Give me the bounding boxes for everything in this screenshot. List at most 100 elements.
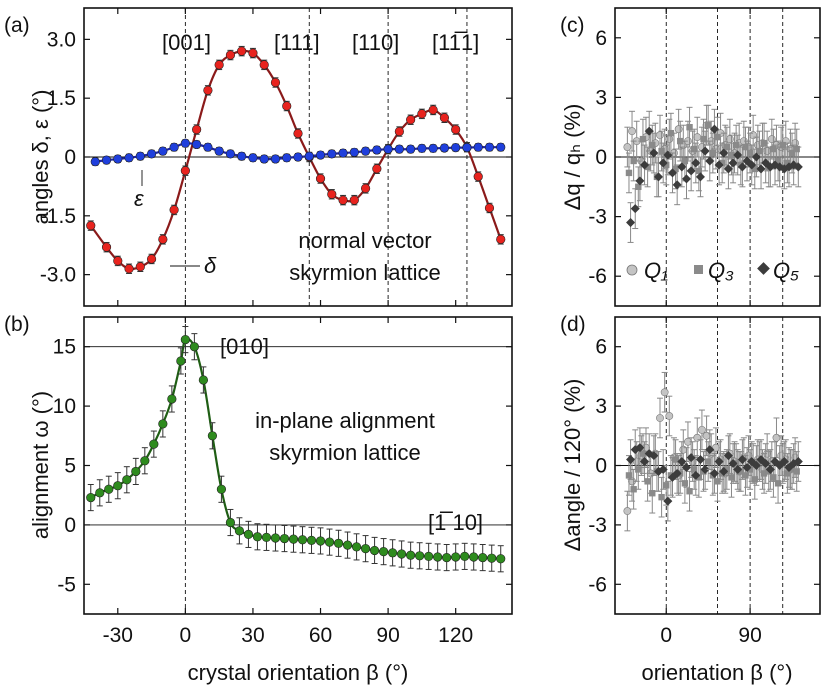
omega-point xyxy=(442,552,452,563)
delta-point xyxy=(203,85,213,95)
annotation-skyrmion-lattice-b: skyrmion lattice xyxy=(269,440,421,465)
panel-d-q3-point xyxy=(625,472,633,479)
panel-d-ytick-label: -6 xyxy=(588,573,607,596)
omega-point xyxy=(469,552,479,562)
panel-d-q3-point xyxy=(686,488,693,495)
omega-point xyxy=(86,492,96,503)
omega-point xyxy=(180,334,190,345)
omega-point xyxy=(324,537,335,547)
panel-d-q5-point xyxy=(672,468,682,478)
legend-q3-label: Q₃ xyxy=(708,258,734,283)
omega-point xyxy=(496,554,506,564)
epsilon-point xyxy=(315,150,326,160)
panel-a-ylabel: angles δ, ε (°) xyxy=(28,90,53,225)
delta-point xyxy=(473,172,483,182)
delta-point xyxy=(113,256,123,266)
legend-q5-marker xyxy=(757,262,770,275)
panel-d-q1-point xyxy=(772,433,781,442)
annotation-epsilon: ε xyxy=(134,186,144,211)
panel-c-q1-point xyxy=(623,143,632,151)
panel-d-xlabel: orientation β (°) xyxy=(641,660,792,685)
panel-c-label: (c) xyxy=(560,14,585,37)
epsilon-point xyxy=(349,147,359,157)
omega-point xyxy=(306,535,317,545)
omega-point xyxy=(234,526,245,536)
tick-labels: -3.0-1.501.53.0-5051015-6-3036-6-3036-30… xyxy=(40,27,762,647)
epsilon-point xyxy=(360,146,371,156)
panel-d-q3-point xyxy=(681,480,689,487)
data-points xyxy=(86,45,803,573)
epsilon-point xyxy=(293,152,303,162)
epsilon-point xyxy=(282,153,292,163)
annotation-m110: [1̅̅ 10] xyxy=(428,510,483,535)
panel-c-q1-point xyxy=(693,133,702,142)
panel-a-ytick-label: 3.0 xyxy=(47,28,76,51)
panel-c-q3-point xyxy=(723,143,731,151)
panel-c-q1-point xyxy=(749,131,758,140)
omega-point xyxy=(406,550,416,560)
epsilon-point xyxy=(496,142,506,152)
epsilon-point xyxy=(439,143,450,153)
epsilon-point xyxy=(473,142,483,152)
panel-c-q3-point xyxy=(658,147,665,155)
panel-b-xtick-label: 30 xyxy=(241,624,264,647)
delta-point xyxy=(293,128,303,139)
panel-d-q1-point xyxy=(623,507,632,515)
delta-point xyxy=(439,113,450,123)
panel-c-q3-point xyxy=(644,163,651,171)
epsilon-point xyxy=(225,149,236,159)
panel-d-q5-point xyxy=(663,496,673,506)
panel-d-ytick-label: 6 xyxy=(595,336,607,359)
panel-c-q3-point xyxy=(695,167,703,175)
omega-point xyxy=(342,540,353,550)
legend-c: Q₁ Q₃ Q₅ xyxy=(626,258,799,283)
panel-d-q1-point xyxy=(679,445,688,454)
panel-b-frame xyxy=(83,316,513,615)
omega-point xyxy=(167,394,177,404)
delta-point xyxy=(372,164,382,174)
panel-d-q3-point xyxy=(742,472,749,479)
panel-c-q3-point xyxy=(681,157,689,165)
delta-point xyxy=(394,126,404,137)
panel-d-xtick-label: 90 xyxy=(738,624,761,647)
delta-point xyxy=(360,183,371,193)
panel-c-q5-point xyxy=(654,172,664,182)
panel-b-xtick-label: 0 xyxy=(180,624,192,647)
delta-point xyxy=(315,173,326,184)
legend-q3-marker xyxy=(694,265,703,274)
panel-c-q3-point xyxy=(667,129,675,137)
fit-curves xyxy=(89,49,502,560)
epsilon-point xyxy=(169,142,179,152)
omega-point xyxy=(360,544,371,554)
delta-point xyxy=(135,262,145,272)
annotation-001: [001] xyxy=(162,30,211,55)
panel-d-q3-point xyxy=(630,486,637,493)
panel-c-q3-point xyxy=(779,141,786,149)
panel-c-q5-point xyxy=(672,180,682,190)
panel-c-q3-point xyxy=(649,141,656,149)
delta-point xyxy=(417,109,427,119)
epsilon-point xyxy=(372,145,382,155)
epsilon-point xyxy=(417,143,427,153)
panel-c-q3-point xyxy=(788,149,796,157)
panel-c-q3-point xyxy=(774,157,782,165)
delta-point xyxy=(282,101,292,111)
epsilon-point xyxy=(451,142,461,153)
delta-point xyxy=(259,60,269,70)
epsilon-point xyxy=(113,154,123,164)
delta-point xyxy=(327,189,337,199)
epsilon-point xyxy=(146,149,157,159)
panel-c-q3-point xyxy=(635,183,642,190)
epsilon-point xyxy=(248,153,258,163)
panel-c-q3-point xyxy=(691,145,698,153)
panel-d-q5-point xyxy=(723,451,733,461)
panel-c-q5-point xyxy=(756,164,766,174)
panel-d-q5-point xyxy=(761,458,771,469)
omega-point xyxy=(397,549,407,559)
panel-c-q1-point xyxy=(763,147,772,155)
epsilon-point xyxy=(180,138,190,148)
panel-c-q3-point xyxy=(700,135,707,143)
omega-point xyxy=(460,551,470,561)
panel-c-ylabel: Δq / qₕ (%) xyxy=(560,104,585,211)
